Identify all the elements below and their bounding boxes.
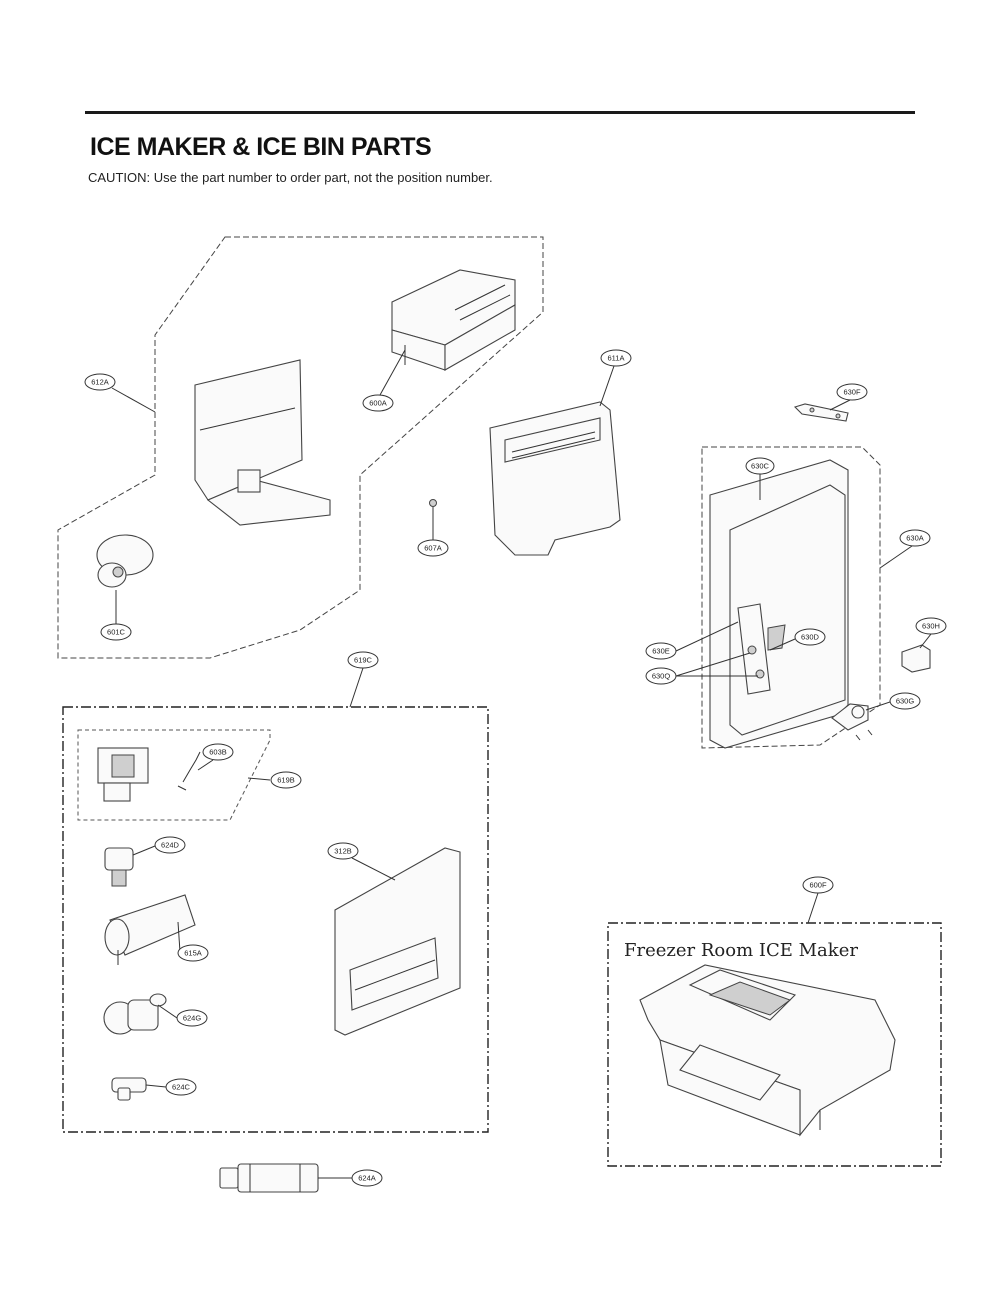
ice-maker-group-boundary [57, 236, 544, 659]
callout-630f: 630F [836, 383, 868, 401]
callout-600a: 600A [362, 394, 394, 412]
callout-624g: 624G [176, 1009, 208, 1027]
elbow-fitting-drawing [111, 1077, 147, 1101]
callout-630e-label: 630E [652, 647, 670, 656]
water-valve-group-boundary [62, 706, 489, 1133]
leader-624d [132, 845, 156, 856]
callout-312b-label: 312B [334, 847, 352, 856]
leader-612a [111, 387, 156, 413]
callout-624g-label: 624G [183, 1014, 202, 1023]
header-rule [85, 111, 915, 114]
callout-619c-label: 619C [354, 656, 373, 665]
filter-drawing [104, 894, 196, 965]
callout-624c: 624C [165, 1078, 197, 1096]
leader-624c [145, 1084, 167, 1088]
leader-630f [829, 399, 851, 411]
leader-619b [247, 777, 271, 781]
leader-615a [177, 921, 181, 953]
callout-630a: 630A [899, 529, 931, 547]
callout-630e: 630E [645, 642, 677, 660]
leader-603b [197, 759, 214, 771]
callout-619c: 619C [347, 651, 379, 669]
leader-630a [879, 545, 913, 569]
callout-630a-label: 630A [906, 534, 924, 543]
callout-312b: 312B [327, 842, 359, 860]
freezer-ice-maker-drawing [639, 964, 896, 1137]
leader-619c [349, 667, 364, 708]
callout-611a-label: 611A [608, 354, 625, 363]
callout-630g: 630G [889, 692, 921, 710]
leader-624g [157, 1004, 178, 1019]
callout-603b-label: 603B [209, 748, 227, 757]
callout-630g-label: 630G [896, 697, 915, 706]
callout-630c-label: 630C [751, 462, 770, 471]
callout-600f-label: 600F [809, 881, 827, 890]
ice-bin-panel-drawing [334, 847, 461, 1036]
callout-624c-label: 624C [172, 1083, 191, 1092]
callout-630c: 630C [745, 457, 775, 475]
callout-619b: 619B [270, 771, 302, 789]
leader-630q-a [675, 652, 751, 677]
callout-612a-label: 612A [91, 378, 109, 387]
callout-600f: 600F [802, 876, 834, 894]
leader-600a [379, 349, 406, 396]
ice-maker-cover-drawing [489, 401, 621, 556]
callout-615a: 615A [177, 944, 209, 962]
union-drawing [103, 993, 167, 1035]
callout-601c-label: 601C [107, 628, 126, 637]
leader-630e [675, 621, 739, 652]
page-title: ICE MAKER & ICE BIN PARTS [90, 133, 432, 161]
callout-630h: 630H [915, 617, 947, 635]
callout-611a: 611A [600, 349, 632, 367]
callout-624a-label: 624A [358, 1174, 376, 1183]
ice-maker-assembly-drawing [391, 269, 516, 371]
leader-630d [769, 638, 796, 651]
leader-611a [599, 365, 615, 407]
wire-clip-drawing [177, 751, 201, 791]
caution-note: CAUTION: Use the part number to order pa… [88, 170, 493, 185]
callout-612a: 612A [84, 373, 116, 391]
leader-312b [351, 857, 396, 881]
fitting-624d-drawing [104, 847, 134, 887]
callout-624a: 624A [351, 1169, 383, 1187]
callout-630q: 630Q [645, 667, 677, 685]
leader-630h [919, 633, 932, 649]
clip-drawing [901, 644, 931, 673]
door-bracket-drawing [831, 703, 873, 741]
ice-bin-door-drawing [709, 459, 849, 749]
callout-615a-label: 615A [184, 949, 202, 958]
callout-603b: 603B [202, 743, 234, 761]
callout-630f-label: 630F [843, 388, 861, 397]
hinge-drawing [793, 403, 849, 422]
bracket-drawing [194, 359, 331, 526]
callout-607a: 607A [417, 539, 449, 557]
callout-600a-label: 600A [369, 399, 387, 408]
callout-624d: 624D [154, 836, 186, 854]
leader-630g [865, 701, 891, 711]
callout-619b-label: 619B [277, 776, 295, 785]
freezer-ice-maker-boundary [607, 922, 942, 1167]
water-valve-drawing [97, 747, 149, 802]
callout-601c: 601C [100, 623, 132, 641]
callout-630q-label: 630Q [652, 672, 671, 681]
connector-drawing [219, 1163, 319, 1193]
callout-624d-label: 624D [161, 841, 180, 850]
screw-drawing [429, 499, 437, 517]
valve-subgroup-boundary [77, 729, 271, 821]
motor-drawing [96, 534, 154, 588]
callout-630h-label: 630H [922, 622, 940, 631]
freezer-ice-maker-label: Freezer Room ICE Maker [624, 940, 858, 961]
callout-630d: 630D [794, 628, 826, 646]
callout-607a-label: 607A [424, 544, 442, 553]
leader-600f [807, 892, 819, 924]
callout-630d-label: 630D [801, 633, 820, 642]
